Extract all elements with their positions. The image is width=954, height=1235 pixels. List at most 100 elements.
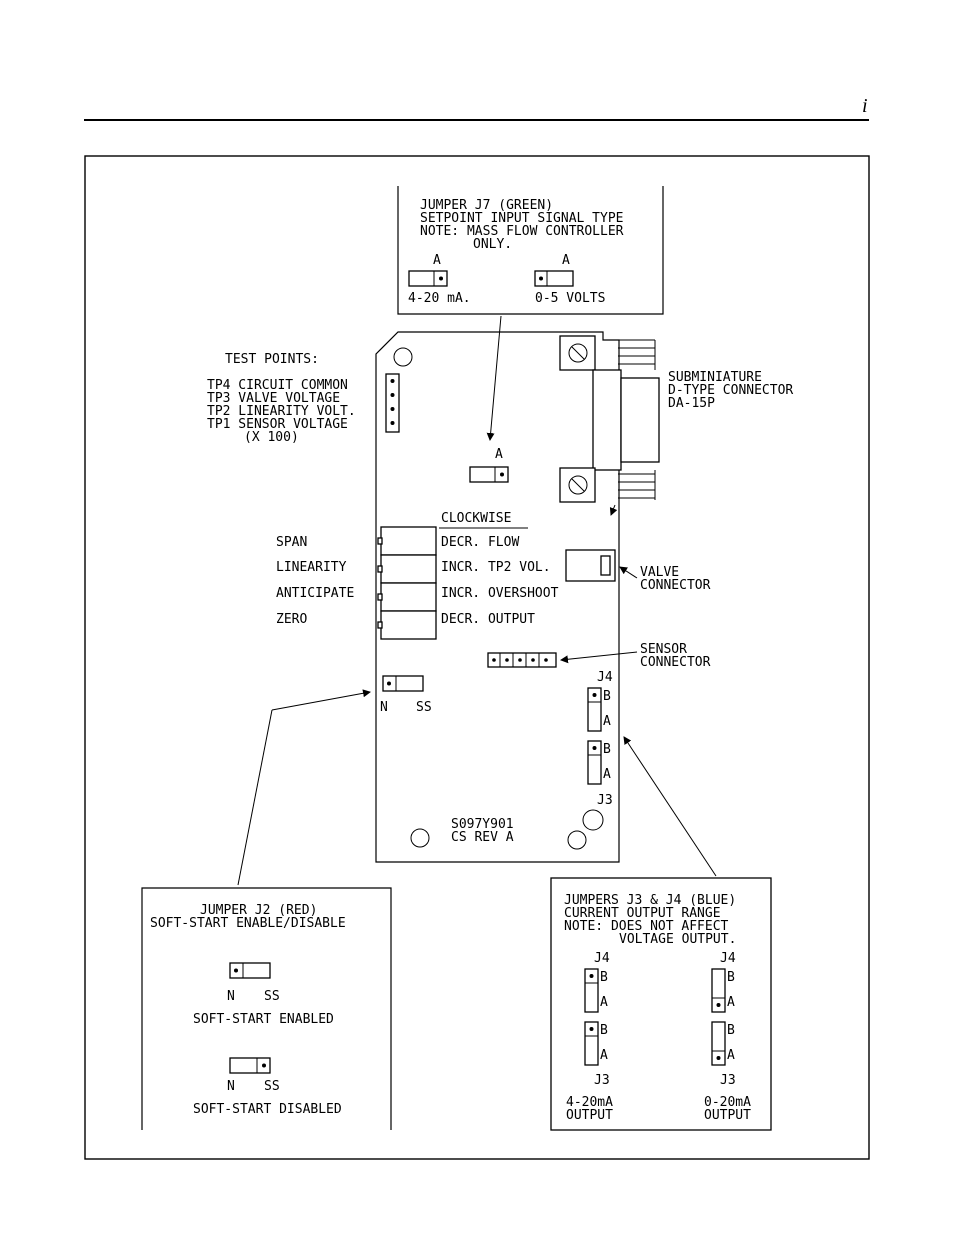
j2-enabled-label: SOFT-START ENABLED (193, 1012, 334, 1027)
board-j2-n: N (380, 700, 388, 715)
j34-right-a2: A (727, 1048, 735, 1063)
j34-left-a1: A (600, 995, 608, 1010)
mounting-hole-bottom-right-2 (567, 830, 587, 850)
pot-action-span: DECR. FLOW (441, 535, 519, 550)
valve-label-line1: VALVE (640, 565, 679, 580)
j7-pointer-arrow (486, 315, 502, 441)
board-j3-b: B (603, 742, 611, 757)
j34-line4: VOLTAGE OUTPUT. (619, 932, 736, 947)
j34-line2: CURRENT OUTPUT RANGE (564, 906, 721, 921)
connector-line3: DA-15P (668, 396, 715, 411)
clockwise-heading: CLOCKWISE (441, 511, 511, 526)
sensor-arrow (560, 651, 638, 664)
d-type-connector (559, 335, 660, 503)
mounting-hole-top (393, 347, 413, 367)
sensor-label-line2: CONNECTOR (640, 655, 711, 670)
valve-connector (565, 549, 616, 582)
j2-ss-enabled: SS (264, 989, 280, 1004)
connector-line1: SUBMINIATURE (668, 370, 762, 385)
j7-line2: SETPOINT INPUT SIGNAL TYPE (420, 211, 624, 226)
j34-line3: NOTE: DOES NOT AFFECT (564, 919, 729, 934)
board-j7-a-label: A (495, 447, 503, 462)
j7-jumper-left (408, 270, 448, 287)
page-number: i (862, 95, 868, 117)
mounting-hole-bottom-left (410, 828, 430, 848)
j7-a-left: A (433, 253, 441, 268)
test-point-tp1: TP1 SENSOR VOLTAGE (207, 417, 348, 432)
j34-left-j3-jumper (584, 1021, 599, 1066)
board-j3-jumper (587, 740, 602, 785)
sensor-label-line1: SENSOR (640, 642, 687, 657)
j34-right-j4-jumper (711, 968, 726, 1013)
board-j7-jumper (469, 466, 509, 483)
j2-line2: SOFT-START ENABLE/DISABLE (150, 916, 346, 931)
pc-board-outline (375, 331, 620, 863)
valve-arrow (619, 566, 638, 579)
j34-right-j3: J3 (720, 1073, 736, 1088)
j2-n-disabled: N (227, 1079, 235, 1094)
j7-callout-box: JUMPER J7 (GREEN) SETPOINT INPUT SIGNAL … (397, 186, 664, 315)
test-point-tp3: TP3 VALVE VOLTAGE (207, 391, 340, 406)
pot-label-linearity: LINEARITY (276, 560, 347, 575)
j7-a-right: A (562, 253, 570, 268)
j7-title: JUMPER J7 (GREEN) (420, 198, 553, 213)
j34-leader-arrow (623, 736, 717, 877)
valve-label-line2: CONNECTOR (640, 578, 711, 593)
j34-left-b1: B (600, 970, 608, 985)
j34-left-out2: OUTPUT (566, 1108, 613, 1123)
board-j4-label: J4 (597, 670, 613, 685)
j34-right-b1: B (727, 970, 735, 985)
j34-right-b2: B (727, 1023, 735, 1038)
pot-label-anticipate: ANTICIPATE (276, 586, 354, 601)
board-j2-jumper (382, 675, 424, 692)
board-j3-a: A (603, 767, 611, 782)
test-point-tp4: TP4 CIRCUIT COMMON (207, 378, 348, 393)
pot-action-zero: DECR. OUTPUT (441, 612, 535, 627)
test-points-heading: TEST POINTS: (225, 352, 319, 367)
j2-jumper-disabled (229, 1057, 271, 1074)
pot-zero (377, 610, 437, 640)
pot-action-anticipate: INCR. OVERSHOOT (441, 586, 559, 601)
board-j4-a: A (603, 714, 611, 729)
j2-ss-disabled: SS (264, 1079, 280, 1094)
j34-left-j4: J4 (594, 951, 610, 966)
j2-leader-arrow (271, 689, 371, 711)
figure-frame (84, 155, 870, 1160)
pot-linearity (377, 554, 437, 584)
test-point-tp1-note: (X 100) (244, 430, 299, 445)
pot-action-linearity: INCR. TP2 VOL. (441, 560, 551, 575)
pot-anticipate (377, 582, 437, 612)
j7-line3: NOTE: MASS FLOW CONTROLLER (420, 224, 624, 239)
j34-right-out1: 0-20mA (704, 1095, 751, 1110)
test-point-header (385, 373, 400, 433)
j7-opt-right: 0-5 VOLTS (535, 291, 605, 306)
j34-right-j3-jumper (711, 1021, 726, 1066)
test-point-tp2: TP2 LINEARITY VOLT. (207, 404, 356, 419)
j7-opt-left: 4-20 mA. (408, 291, 471, 306)
j2-title: JUMPER J2 (RED) (200, 903, 317, 918)
pot-label-span: SPAN (276, 535, 307, 550)
j2-leader-line (237, 709, 273, 886)
j34-right-out2: OUTPUT (704, 1108, 751, 1123)
board-part-number: S097Y901 (451, 817, 514, 832)
pot-span (377, 526, 437, 556)
j7-line4: ONLY. (473, 237, 512, 252)
connector-line2: D-TYPE CONNECTOR (668, 383, 793, 398)
j34-right-a1: A (727, 995, 735, 1010)
j34-left-a2: A (600, 1048, 608, 1063)
j7-jumper-right (534, 270, 574, 287)
board-j4-b: B (603, 689, 611, 704)
j34-callout-box: JUMPERS J3 & J4 (BLUE) CURRENT OUTPUT RA… (550, 877, 772, 1131)
j34-right-j4: J4 (720, 951, 736, 966)
j2-jumper-enabled (229, 962, 271, 979)
board-revision: CS REV A (451, 830, 514, 845)
j34-left-j3: J3 (594, 1073, 610, 1088)
j34-left-out1: 4-20mA (566, 1095, 613, 1110)
j34-left-j4-jumper (584, 968, 599, 1013)
j2-disabled-label: SOFT-START DISABLED (193, 1102, 342, 1117)
j34-title: JUMPERS J3 & J4 (BLUE) (564, 893, 736, 908)
board-j3-label: J3 (597, 793, 613, 808)
connector-edge-arrow (609, 504, 618, 516)
board-j2-ss: SS (416, 700, 432, 715)
